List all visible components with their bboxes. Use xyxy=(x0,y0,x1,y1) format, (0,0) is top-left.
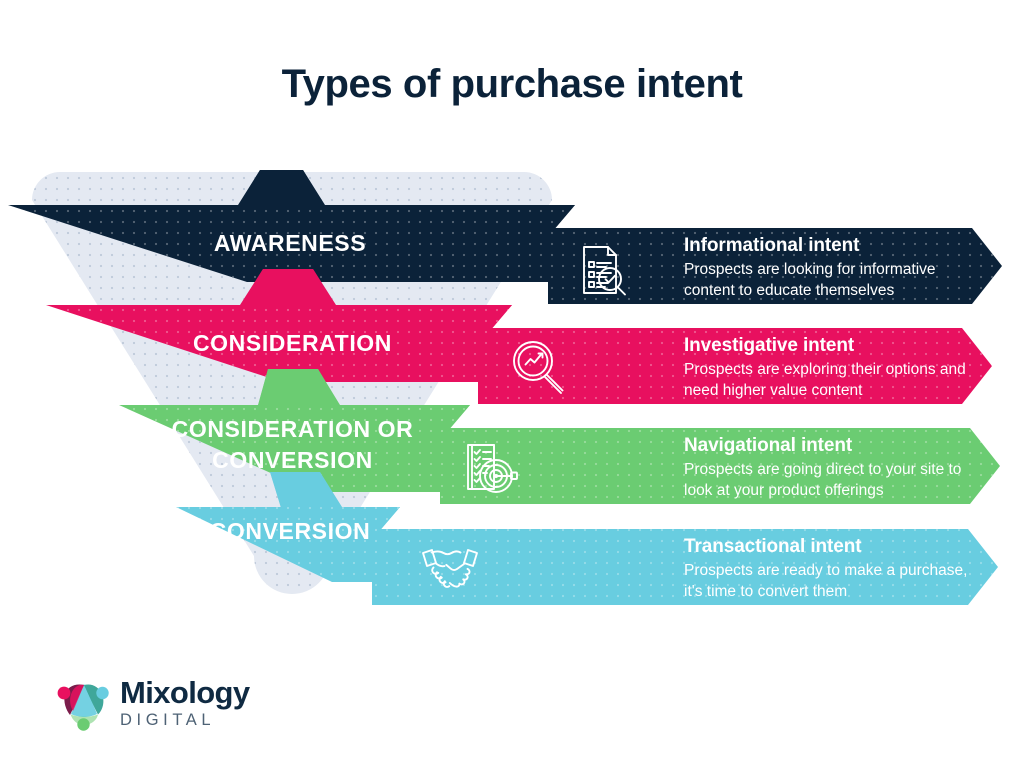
intent-banner-0[interactable] xyxy=(548,228,1002,304)
logo[interactable]: Mixology DIGITAL xyxy=(57,672,327,738)
funnel-stage-conversion[interactable] xyxy=(176,472,400,582)
page-title: Types of purchase intent xyxy=(281,62,743,106)
intent-banner-3[interactable] xyxy=(372,529,998,605)
logo-text: Mixology DIGITAL xyxy=(120,675,250,730)
logo-subtitle: DIGITAL xyxy=(120,711,216,729)
intent-banner-2[interactable] xyxy=(440,428,1000,504)
funnel-stage-awareness[interactable] xyxy=(8,170,575,282)
funnel-stage-consideration[interactable] xyxy=(46,269,512,382)
mixology-pinwheel-icon xyxy=(57,676,111,737)
funnel-stage-consideration-or-conversion[interactable] xyxy=(119,369,470,492)
intent-banner-1[interactable] xyxy=(478,328,992,404)
logo-name: Mixology xyxy=(120,675,250,710)
